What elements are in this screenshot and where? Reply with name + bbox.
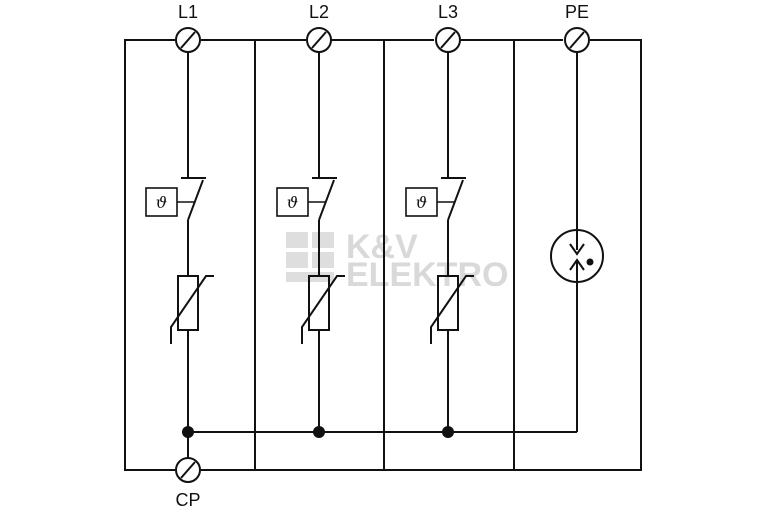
branch-pe bbox=[550, 52, 604, 432]
label-pe: PE bbox=[565, 2, 589, 22]
thermal-box-l3 bbox=[405, 187, 438, 217]
terminal-l3 bbox=[435, 27, 461, 53]
junction-dot bbox=[442, 426, 454, 438]
branch-l1: ϑ bbox=[145, 52, 214, 458]
thermal-symbol-l1: ϑ bbox=[156, 193, 167, 212]
thermal-box-l1 bbox=[145, 187, 178, 217]
branch-l3: ϑ bbox=[405, 52, 474, 432]
thermal-symbol-l3: ϑ bbox=[416, 193, 427, 212]
terminal-cp bbox=[175, 457, 201, 483]
terminal-pe bbox=[564, 27, 590, 53]
label-l2: L2 bbox=[309, 2, 329, 22]
junction-dot bbox=[182, 426, 194, 438]
watermark-line1: K&V bbox=[346, 228, 418, 266]
watermark-logo-icon bbox=[286, 232, 334, 282]
junction-dot bbox=[313, 426, 325, 438]
thermal-box-l2 bbox=[276, 187, 309, 217]
label-cp: CP bbox=[175, 490, 200, 510]
branch-l2: ϑ bbox=[276, 52, 345, 432]
watermark: K&V ELEKTRO bbox=[286, 228, 508, 294]
terminal-l1 bbox=[175, 27, 201, 53]
terminal-l2 bbox=[306, 27, 332, 53]
label-l3: L3 bbox=[438, 2, 458, 22]
label-l1: L1 bbox=[178, 2, 198, 22]
module-outlines bbox=[124, 39, 642, 471]
watermark-line2: ELEKTRO bbox=[346, 256, 508, 294]
common-bus bbox=[182, 426, 577, 438]
thermal-symbol-l2: ϑ bbox=[287, 193, 298, 212]
